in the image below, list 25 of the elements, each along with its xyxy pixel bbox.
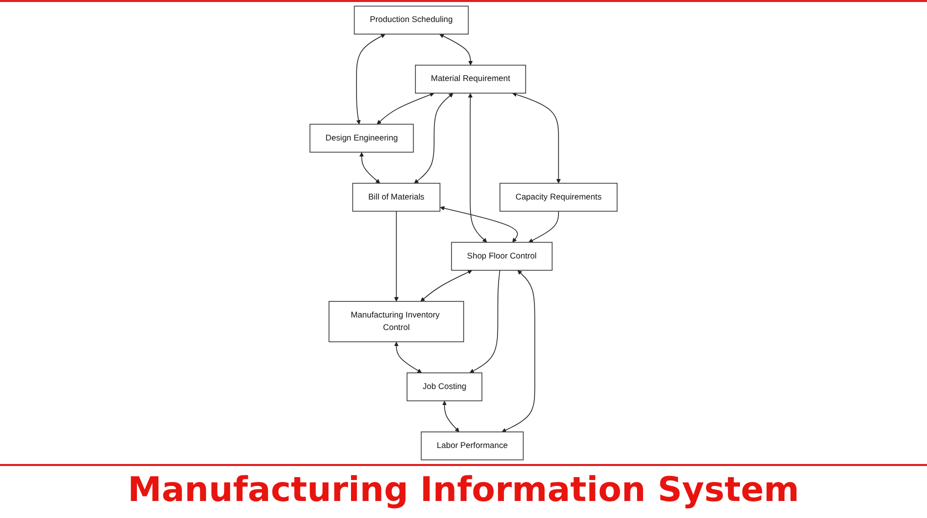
arrow [528, 210, 559, 243]
arrow [359, 152, 380, 184]
diagram-title: Manufacturing Information System [0, 464, 927, 518]
arrow [414, 93, 454, 184]
arrow [394, 342, 422, 374]
arrow [502, 270, 536, 432]
node-box: Manufacturing Inventory Control [328, 300, 464, 342]
arrow [439, 34, 473, 66]
arrow [394, 210, 399, 302]
node-box: Material Requirement [414, 64, 526, 94]
arrow [356, 34, 386, 124]
node-box: Job Costing [406, 372, 482, 402]
arrow [469, 270, 500, 374]
arrow [512, 92, 561, 184]
arrow [440, 206, 518, 243]
node-box: Production Scheduling [354, 6, 469, 34]
arrow [442, 400, 460, 432]
node-box: Bill of Materials [352, 182, 440, 212]
node-box: Capacity Requirements [499, 182, 618, 212]
node-box: Labor Performance [420, 432, 524, 460]
node-box: Design Engineering [310, 124, 414, 153]
arrow [376, 92, 434, 124]
arrow [468, 93, 487, 243]
node-box: Shop Floor Control [451, 242, 552, 271]
arrow [420, 270, 472, 302]
